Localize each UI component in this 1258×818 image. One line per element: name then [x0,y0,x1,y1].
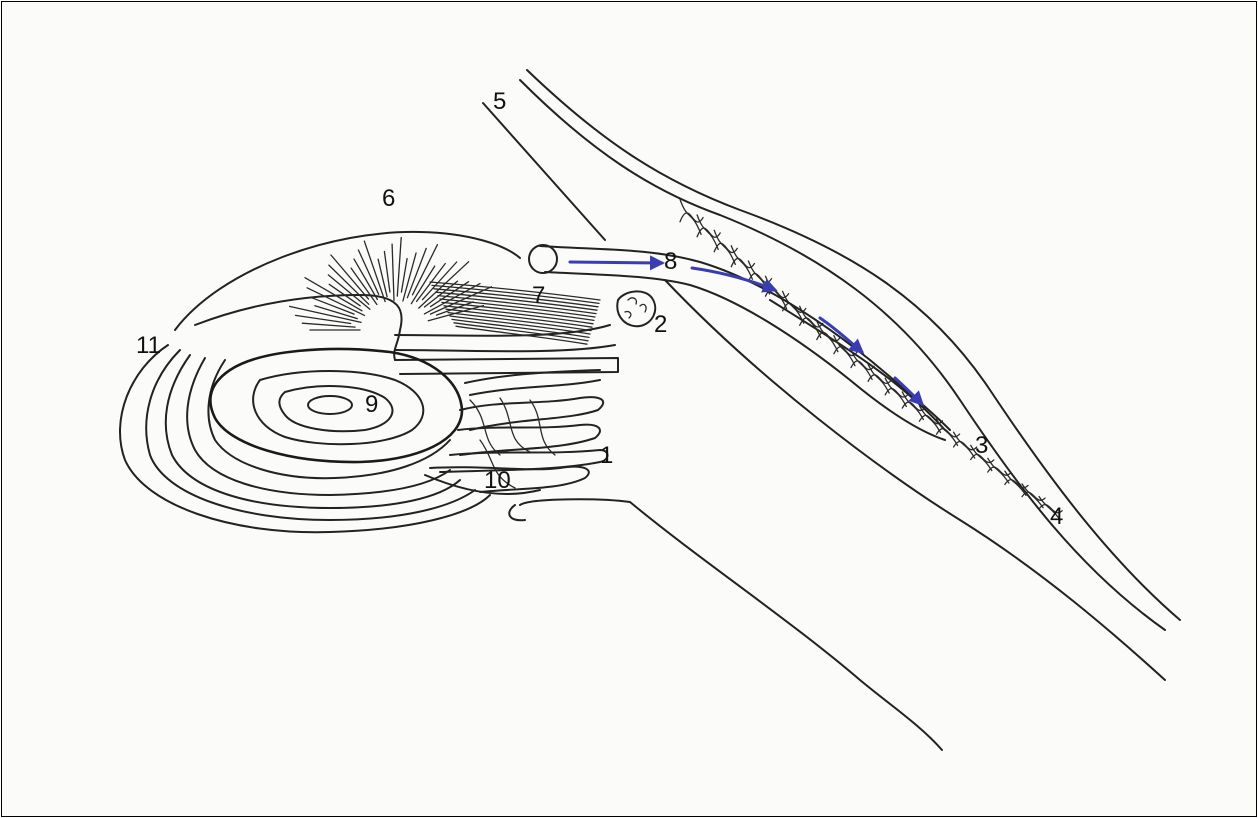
fan-fiber [296,315,351,323]
mesh-strand [1022,484,1043,508]
label-7: 7 [532,284,545,308]
fan-fiber [384,252,390,293]
fan-fiber [411,266,434,304]
duct-outer-walls [520,70,1180,680]
flow-arrows [570,262,922,404]
fan-fiber [392,244,394,300]
label-8: 8 [664,250,677,274]
label-9: 9 [365,393,378,417]
fan-fiber [364,241,385,301]
label-5: 5 [493,90,506,114]
label-11: 11 [136,334,161,358]
label-3: 3 [975,434,988,458]
label-2: 2 [654,313,667,337]
fan-fiber [328,275,370,309]
fan-fiber [302,323,355,327]
mesh-strand [1005,471,1026,495]
mesh-strand [988,458,1009,483]
label-4: 4 [1050,505,1063,529]
label-10: 10 [484,469,511,493]
label-6: 6 [382,187,395,211]
fan-fiber [397,238,401,297]
tube-8 [529,245,950,440]
label-1: 1 [600,444,613,468]
lower-ducts [509,499,942,750]
nodule-2 [617,291,655,326]
